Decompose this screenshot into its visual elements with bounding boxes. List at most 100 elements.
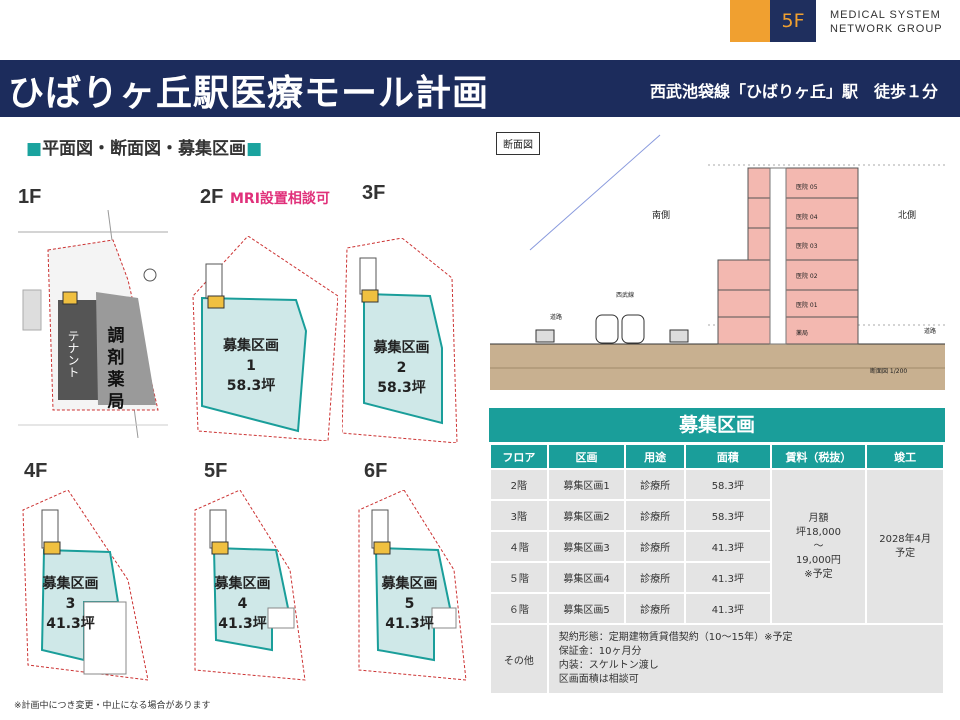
road-label: 道路 [550,314,563,321]
column-header: 賃料（税抜） [769,443,868,470]
cell-floor: ４階 [489,530,549,563]
cell-use: 診療所 [624,468,687,501]
unit-number: 4 [237,596,248,612]
rent-line: ※予定 [804,568,833,580]
road-label-north: 道路 [924,328,937,335]
floor-plan-6f: 募集区画 5 41.3坪 [354,490,474,695]
north-label: 北側 [898,211,917,221]
company-logo: MEDICAL SYSTEM NETWORK GROUP [830,8,943,36]
rent-line: ～ [813,540,824,552]
floor-plan-3f: 募集区画 2 58.3坪 [342,238,462,443]
tenant-label: テナント [66,330,80,378]
unit-area: 41.3坪 [46,616,95,632]
unit-number: 1 [246,358,256,374]
cell-completion: 2028年4月 予定 [865,468,945,625]
cell-unit: 募集区画3 [546,530,627,563]
table-row-other: その他 契約形態：定期建物賃貸借契約（10～15年）※予定 保証金：10ヶ月分 … [489,623,946,695]
logo-accent [730,0,770,42]
unit-1-label: 募集区画 1 58.3坪 [206,336,296,396]
unit-area: 58.3坪 [377,380,426,396]
rent-line: 月額 [808,512,829,524]
cell-other-label: その他 [489,623,549,695]
unit-name: 募集区画 [42,576,99,592]
cell-other-terms: 契約形態：定期建物賃貸借契約（10～15年）※予定 保証金：10ヶ月分 内装：ス… [546,623,946,695]
square-icon: ■ [26,139,43,159]
cell-area: 41.3坪 [684,530,772,563]
unit-2-label: 募集区画 2 58.3坪 [364,338,439,398]
floor-label-4f: 4F [24,460,48,482]
logo-line-1: MEDICAL SYSTEM [830,9,941,21]
cell-use: 診療所 [624,530,687,563]
pharmacy-char: 調 [107,326,125,346]
terms-line: 区画面積は相談可 [558,674,639,685]
terms-line: 契約形態：定期建物賃貸借契約（10～15年）※予定 [558,632,793,643]
square-icon: ■ [246,139,263,159]
cell-use: 診療所 [624,592,687,625]
pharmacy-char: 剤 [107,348,125,368]
footnote: ※計画中につき変更・中止になる場合があります [14,701,211,711]
section-view-label: 断面図 [496,132,540,155]
table-row: ５階 募集区画4 診療所 41.3坪 [489,561,944,594]
unit-3-label: 募集区画 3 41.3坪 [33,574,108,634]
cell-unit: 募集区画4 [546,561,627,594]
cell-unit: 募集区画1 [546,468,627,501]
floor-label-6f: 6F [364,460,388,482]
completion-line: 2028年4月 [879,533,932,545]
station-info: 西武池袋線「ひばりヶ丘」駅 徒歩１分 [649,82,938,101]
table-row: ４階 募集区画3 診療所 41.3坪 [489,530,944,563]
title-bar [0,60,960,117]
unit-name: 募集区画 [223,338,279,354]
cell-use: 診療所 [624,499,687,532]
unit-4-label: 募集区画 4 41.3坪 [205,574,280,634]
floor-plan-1f: テナント 調 剤 薬 局 [18,210,168,438]
cell-use: 診療所 [624,561,687,594]
cell-floor: 2階 [489,468,549,501]
unit-name: 募集区画 [214,576,271,592]
column-header: フロア [489,443,549,470]
logo-line-2: NETWORK GROUP [830,23,943,35]
section-heading: ■平面図・断面図・募集区画■ [26,134,262,159]
south-label: 南側 [652,211,671,221]
floor-tag: 医院 02 [796,273,818,280]
rent-line: 19,000円 [795,554,841,566]
rent-line: 坪18,000 [795,526,841,538]
completion-line: 予定 [895,547,916,559]
unit-number: 3 [65,596,76,612]
pharmacy-label: 調 剤 薬 局 [106,325,126,413]
scale-label: 断面図 1/200 [870,368,908,375]
pharmacy-char: 局 [107,392,125,412]
recruit-table: フロア 区画 用途 面積 賃料（税抜） 竣工 2階 募集区画1 診療所 58.3… [489,443,946,695]
cell-area: 58.3坪 [684,468,772,501]
cell-area: 41.3坪 [684,592,772,625]
unit-number: 5 [404,596,415,612]
terms-line: 内装：スケルトン渡し [558,660,659,671]
terms-line: 保証金：10ヶ月分 [558,646,642,657]
floor-plan-4f: 募集区画 3 41.3坪 [18,490,148,695]
floor-tag: 医院 01 [796,302,818,309]
floor-label-3f: 3F [362,182,386,204]
unit-name: 募集区画 [381,576,438,592]
unit-name: 募集区画 [373,340,430,356]
cell-floor: ６階 [489,592,549,625]
recruit-title: 募集区画 [489,408,945,442]
floor-plan-2f: 募集区画 1 58.3坪 [188,236,338,441]
cell-floor: ５階 [489,561,549,594]
table-row: 2階 募集区画1 診療所 58.3坪 月額 坪18,000 ～ 19,000円 … [489,468,945,625]
cell-floor: 3階 [489,499,549,532]
floor-badge: 5F [770,0,816,42]
column-header: 区画 [546,443,627,470]
table-row: 3階 募集区画2 診療所 58.3坪 [489,499,944,532]
section-drawing: 南側 北側 西武線 道路 道路 医院 05 医院 04 医院 03 医院 02 … [490,130,945,390]
unit-number: 2 [396,360,407,376]
section-heading-text: 平面図・断面図・募集区画 [42,139,247,159]
floor-label-1f: 1F [18,186,42,208]
unit-area: 58.3坪 [226,378,276,394]
column-header: 用途 [624,443,687,470]
cell-area: 41.3坪 [684,561,772,594]
column-header: 面積 [684,443,772,470]
table-row: ６階 募集区画5 診療所 41.3坪 [489,592,944,625]
floor-tag: 医院 05 [796,184,818,191]
pharmacy-char: 薬 [107,370,125,390]
floor-label-2f: 2F [200,186,224,208]
floor-plan-5f: 募集区画 4 41.3坪 [190,490,310,695]
